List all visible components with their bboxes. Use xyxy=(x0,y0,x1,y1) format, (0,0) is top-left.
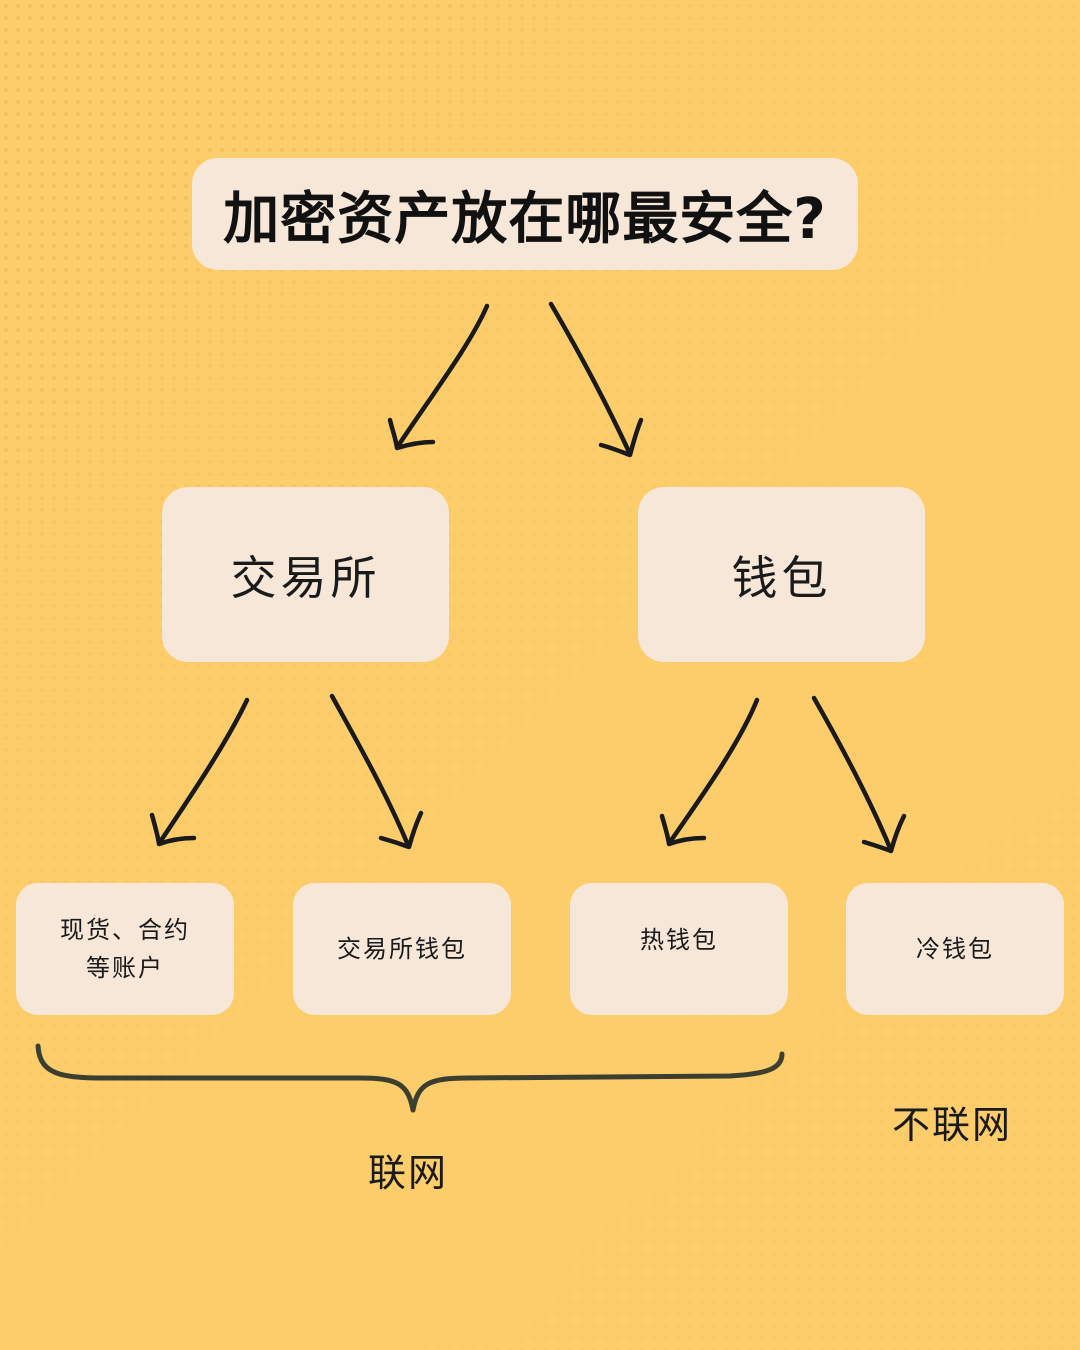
hot-wallet-label: 热钱包 xyxy=(640,926,718,954)
exchange-wallet-box: 交易所钱包 xyxy=(293,883,511,1015)
exchange-label: 交易所 xyxy=(230,550,381,605)
cold-wallet-label: 冷钱包 xyxy=(916,935,994,963)
wallet-box: 钱包 xyxy=(638,487,925,662)
wallet-label: 钱包 xyxy=(731,550,832,605)
exchange-wallet-label: 交易所钱包 xyxy=(337,935,467,963)
hot-wallet-box: 热钱包 xyxy=(570,883,788,1015)
title-box: 加密资产放在哪最安全? xyxy=(192,158,858,270)
arrow-exchange-to-exchange-wallet xyxy=(329,693,424,850)
cold-wallet-box: 冷钱包 xyxy=(846,883,1064,1015)
offline-label: 不联网 xyxy=(892,1103,1013,1147)
arrow-wallet-to-cold xyxy=(811,695,907,854)
online-brace xyxy=(35,1043,785,1113)
arrow-wallet-to-hot xyxy=(659,697,760,847)
spot-contract-box: 现货、合约等账户 xyxy=(16,883,234,1015)
arrow-exchange-to-spot xyxy=(149,697,250,847)
online-label: 联网 xyxy=(368,1151,449,1195)
page-title: 加密资产放在哪最安全? xyxy=(223,186,827,252)
exchange-box: 交易所 xyxy=(162,487,449,662)
arrow-title-to-exchange xyxy=(387,303,490,451)
spot-contract-label: 现货、合约等账户 xyxy=(60,916,190,982)
arrow-title-to-wallet xyxy=(548,301,644,458)
